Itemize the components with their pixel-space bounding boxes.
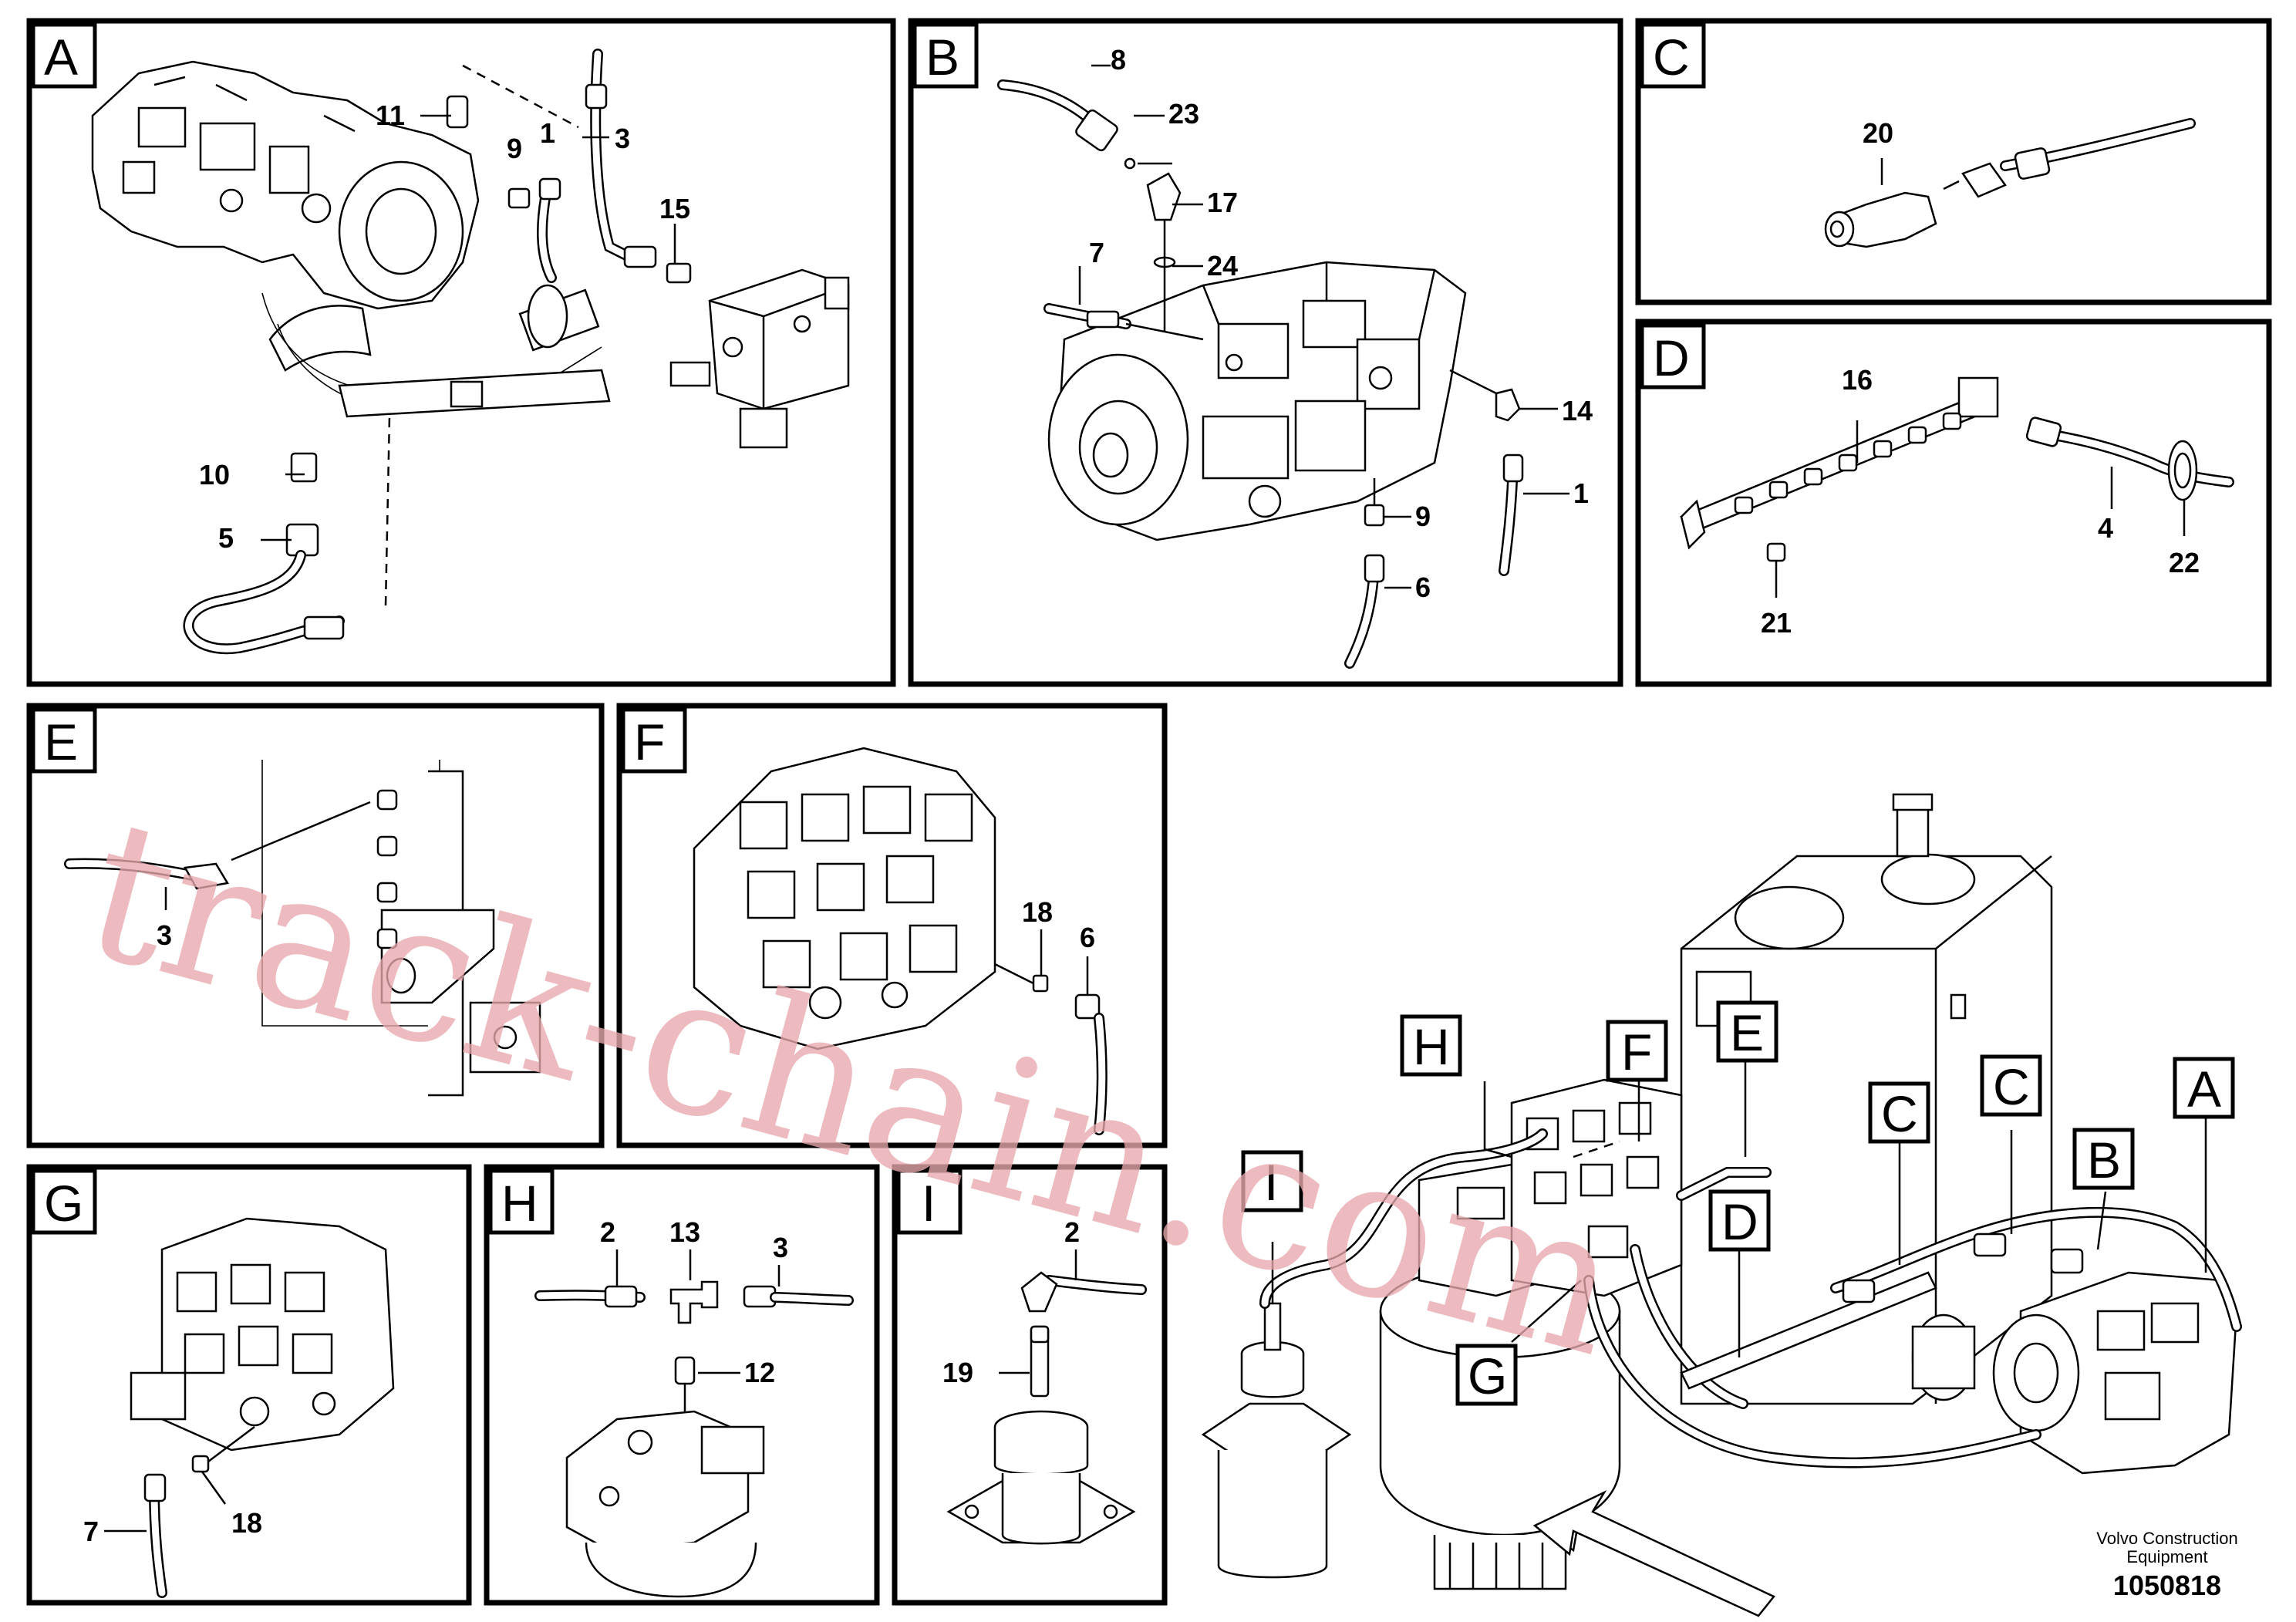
control-valve-illustration xyxy=(693,747,996,1050)
panel-f-tag: F xyxy=(634,713,665,771)
panel-d-label-22: 22 xyxy=(2169,547,2200,578)
panel-c-label-20: 20 xyxy=(1863,117,1893,149)
main-pump-overview-illustration xyxy=(1911,1271,2238,1475)
panel-h-tag: H xyxy=(501,1175,538,1232)
panel-d-tag: D xyxy=(1653,329,1690,386)
panel-b-label-14: 14 xyxy=(1562,395,1593,427)
overview-callout-c-1: C xyxy=(1881,1085,1918,1142)
panel-b-label-9: 9 xyxy=(1415,501,1431,532)
panel-f: F 18 6 xyxy=(616,703,1168,1148)
panel-b-label-23: 23 xyxy=(1168,98,1199,130)
panel-b-label-8: 8 xyxy=(1111,44,1126,76)
document-number: 1050818 xyxy=(2113,1570,2221,1601)
panel-i: I 2 19 xyxy=(892,1164,1168,1606)
overview-assembly: H F E C C A B D I G xyxy=(1201,793,2242,1617)
overview-callout-d: D xyxy=(1721,1193,1758,1250)
panel-d-label-16: 16 xyxy=(1842,364,1873,396)
panel-d: D 16 4 22 21 xyxy=(1635,319,2272,687)
panel-c-tag: C xyxy=(1653,29,1690,86)
panel-b-label-1: 1 xyxy=(1573,477,1589,509)
swivel-illustration xyxy=(565,1410,765,1598)
panel-b-label-6: 6 xyxy=(1415,572,1431,603)
center-joint-illustration xyxy=(946,1410,1136,1545)
overview-callout-g: G xyxy=(1468,1347,1507,1404)
panel-f-label-6: 6 xyxy=(1080,922,1095,953)
panel-d-label-21: 21 xyxy=(1761,607,1792,639)
panel-i-label-2: 2 xyxy=(1064,1216,1080,1248)
panel-b-label-7: 7 xyxy=(1089,237,1104,268)
overview-callout-f: F xyxy=(1621,1023,1652,1081)
panel-i-tag: I xyxy=(922,1175,936,1232)
panel-g-tag: G xyxy=(44,1175,83,1232)
panel-a-label-3: 3 xyxy=(615,123,630,154)
overview-callout-h: H xyxy=(1413,1018,1450,1075)
hydraulic-pump-illustration xyxy=(91,60,611,418)
panel-e-tag: E xyxy=(44,713,78,771)
panel-e: E 3 xyxy=(26,703,605,1148)
main-pump-illustration xyxy=(1047,261,1467,541)
credit-line-1: Volvo Construction xyxy=(2096,1529,2237,1548)
panel-b: B xyxy=(908,18,1623,687)
panel-a-label-10: 10 xyxy=(199,459,230,491)
panel-h-label-13: 13 xyxy=(669,1216,700,1248)
front-direction-arrow-outline xyxy=(1532,1490,1775,1617)
panel-a-label-9: 9 xyxy=(507,133,522,164)
panel-a-label-11: 11 xyxy=(376,99,405,131)
valve-block-g-illustration xyxy=(130,1217,395,1452)
hydraulic-tank-illustration xyxy=(1680,793,2053,1405)
credit-line-2: Equipment xyxy=(2126,1547,2207,1566)
center-joint-overview-illustration xyxy=(1201,1302,1352,1579)
panel-h-label-12: 12 xyxy=(744,1357,775,1388)
panel-a-label-1: 1 xyxy=(540,117,555,149)
valve-block-illustration xyxy=(669,268,850,449)
panel-e-label-3: 3 xyxy=(157,919,172,951)
panel-b-label-24: 24 xyxy=(1207,250,1238,282)
panel-g-label-18: 18 xyxy=(231,1507,262,1539)
panel-b-tag: B xyxy=(925,29,959,86)
panel-c: C 20 xyxy=(1635,18,2272,305)
overview-callout-c-2: C xyxy=(1993,1058,2030,1115)
panel-b-label-17: 17 xyxy=(1207,187,1238,218)
panel-i-label-19: 19 xyxy=(942,1357,973,1388)
panel-f-label-18: 18 xyxy=(1022,896,1053,928)
overview-callout-e: E xyxy=(1730,1004,1764,1061)
panel-a-label-15: 15 xyxy=(659,193,690,224)
panel-h-label-2: 2 xyxy=(600,1216,615,1248)
panel-g: G 7 18 xyxy=(26,1164,472,1606)
overview-callout-b: B xyxy=(2087,1131,2121,1189)
panel-a-label-5: 5 xyxy=(218,522,234,554)
panel-h: H 2 13 3 12 xyxy=(484,1164,880,1606)
panel-g-label-7: 7 xyxy=(83,1516,99,1547)
panel-a-tag: A xyxy=(44,29,78,86)
panel-h-label-3: 3 xyxy=(773,1232,788,1263)
overview-callout-i: I xyxy=(1264,1154,1278,1211)
panel-a: A xyxy=(26,18,896,687)
panel-d-label-4: 4 xyxy=(2098,512,2113,544)
overview-callout-a: A xyxy=(2187,1061,2221,1118)
fitting-row xyxy=(1734,412,1962,514)
